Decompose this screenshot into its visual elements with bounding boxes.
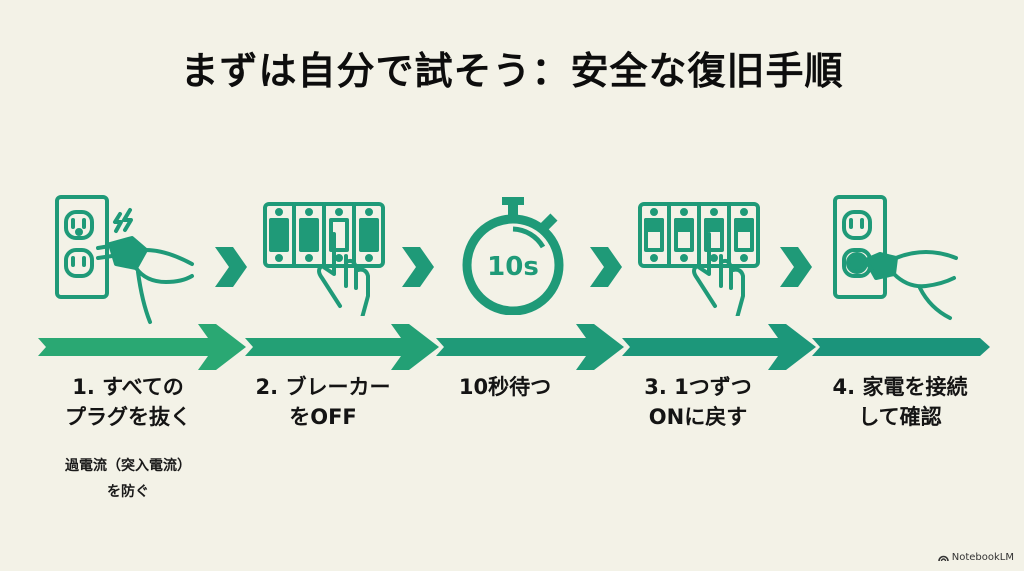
stopwatch-icon: 10s [462, 197, 564, 315]
timeline-arrow-3 [436, 324, 624, 370]
chevron-right-icon [215, 247, 247, 287]
timer-text: 10s [487, 252, 539, 282]
step-4-label: 4. 家電を接続 して確認 [832, 375, 968, 429]
breaker-off-icon [263, 202, 385, 316]
timeline-arrow-5 [812, 338, 990, 356]
chevron-right-icon [402, 247, 434, 287]
plug-in-outlet-icon [833, 195, 958, 320]
timeline-arrow-1 [38, 324, 246, 370]
step-1-label: 1. すべての プラグを抜く [65, 375, 191, 429]
step-2-label: 2. ブレーカー をOFF [255, 375, 391, 429]
watermark: NotebookLM [937, 552, 1014, 563]
notebooklm-logo-icon [937, 555, 949, 562]
timeline-arrow-4 [622, 324, 816, 370]
chevron-right-icon [780, 247, 812, 287]
chevron-right-icon [590, 247, 622, 287]
page-title: まずは自分で試そう：安全な復旧手順 [180, 49, 844, 93]
step-wait-label: 10秒待つ [458, 375, 552, 399]
unplug-outlet-icon [55, 195, 194, 324]
breaker-on-icon [638, 202, 760, 316]
step-3-label: 3. 1つずつ ONに戻す [644, 375, 752, 429]
timeline-arrow-2 [245, 324, 439, 370]
step-1-note: 過電流（突入電流） を防ぐ [65, 458, 191, 500]
